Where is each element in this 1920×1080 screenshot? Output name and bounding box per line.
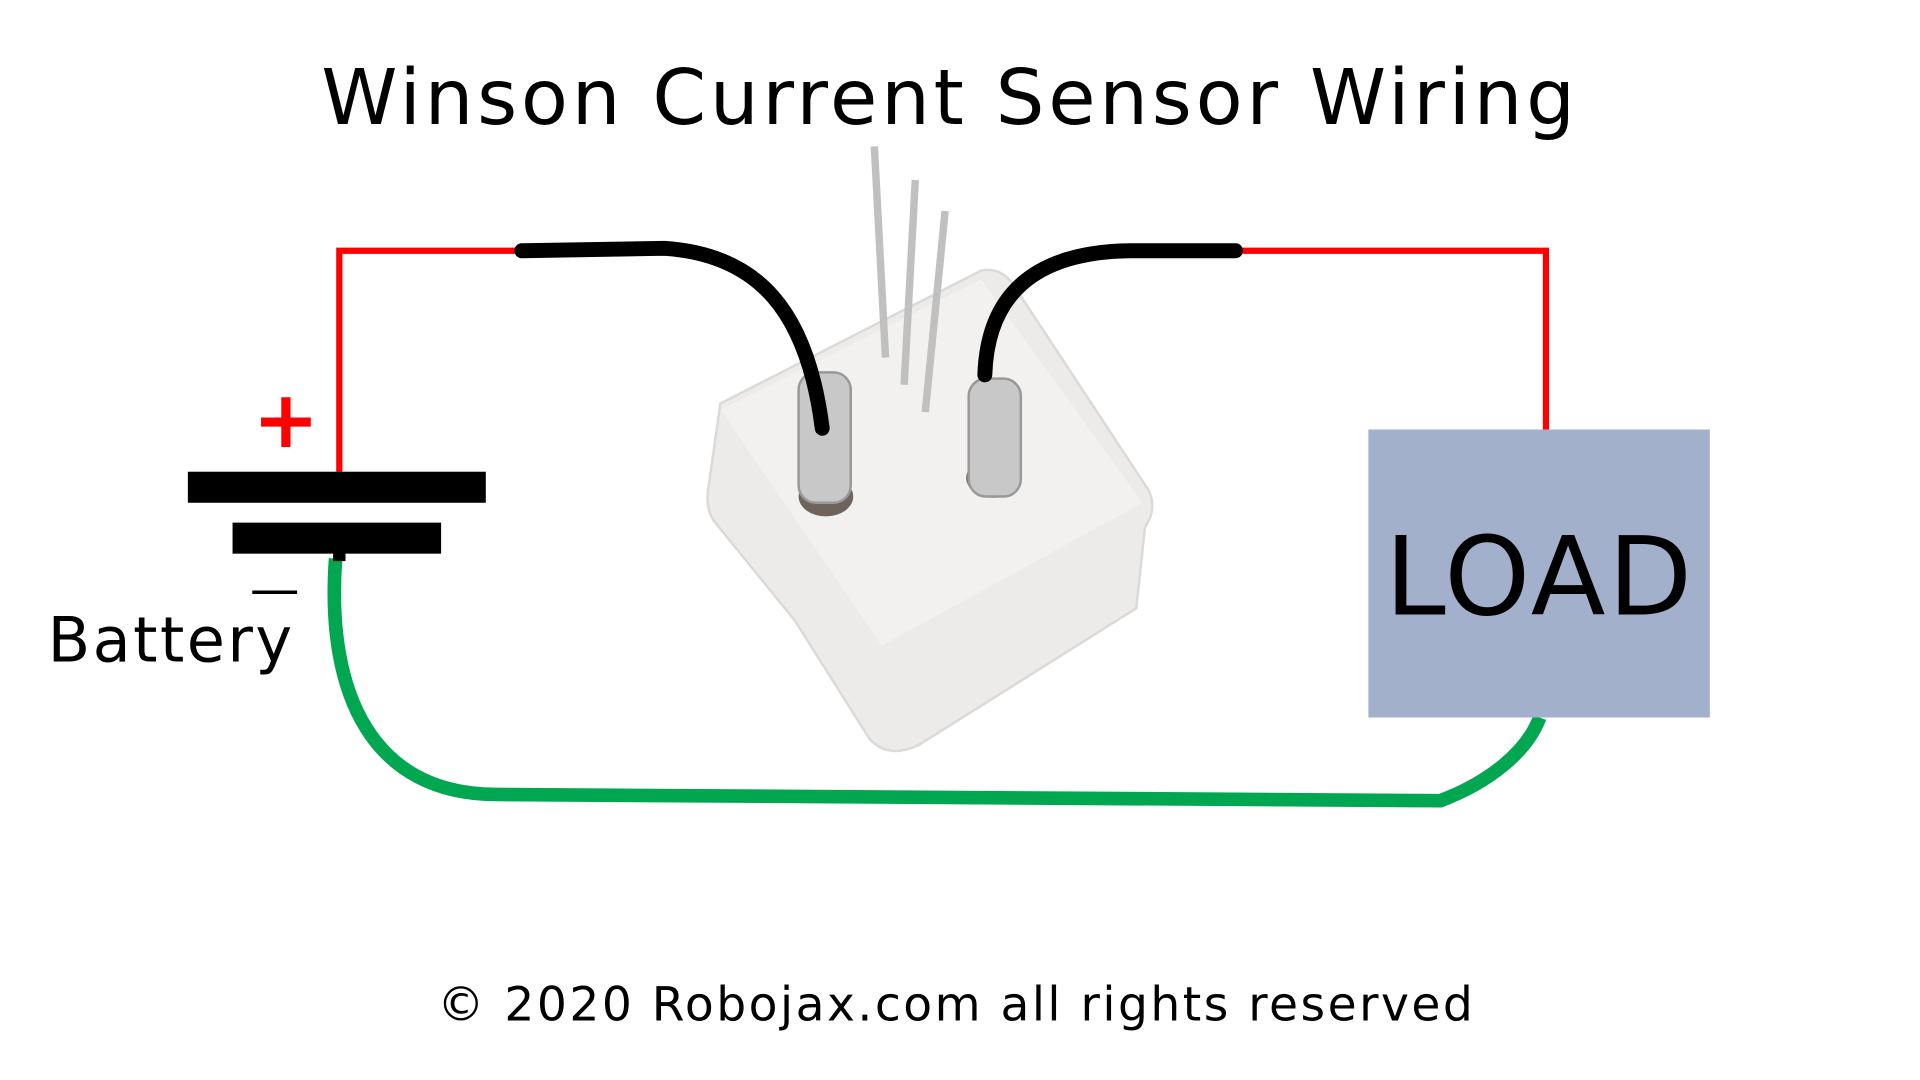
positive-sign: + [253,373,320,466]
positive-wire-right [1235,247,1550,430]
sensor-lead-output [977,243,1244,383]
negative-sign: — [250,560,300,618]
load-label: LOAD [1385,513,1695,640]
return-wire [327,558,1547,808]
battery-label: Battery [48,604,295,677]
copyright-footer: © 2020 Robojax.com all rights reserved [437,977,1475,1032]
sensor-lead-input [514,240,830,436]
load-box [1368,429,1710,718]
diagram-title: Winson Current Sensor Wiring [321,54,1578,143]
battery-symbol [187,471,486,562]
current-sensor [706,146,1154,753]
positive-wire-left [336,247,522,472]
